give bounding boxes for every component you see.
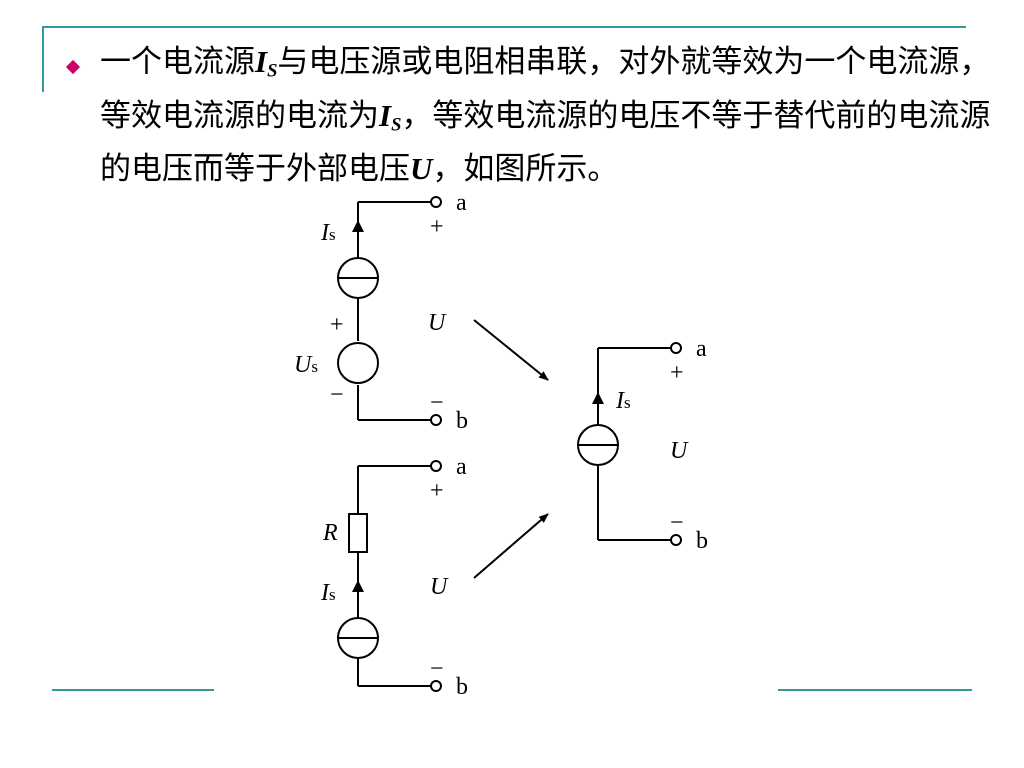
text-seg1: 一个电流源: [100, 44, 255, 80]
circuit2-terminal-a-icon: [430, 460, 442, 472]
circuit1-terminal-minus: −: [430, 390, 444, 416]
text-seg4: ，如图所示。: [432, 151, 619, 188]
circuit2-current-source-icon: [337, 617, 379, 659]
circuit3-voltage-label: U: [670, 438, 689, 464]
circuit1-terminal-a-icon: [430, 196, 442, 208]
circuit3-terminal-minus: −: [670, 510, 684, 536]
var-is-1: IS: [255, 44, 278, 82]
text-seg3: ，等效电流源的电压不等于替代前的电流源的电压而等于外部电压: [100, 97, 991, 188]
circuit2-terminal-b-label: b: [456, 674, 468, 700]
circuit2-resistor-label: R: [322, 520, 338, 546]
bottom-rule-right: [778, 689, 972, 691]
circuit1-current-arrow-icon: [352, 220, 364, 232]
circuit1-current-label: Is: [320, 220, 336, 246]
circuit1-voltage-source-icon: [337, 342, 379, 384]
circuit1-terminal-b-icon: [430, 414, 442, 426]
circuit1-terminal-a-label: a: [456, 190, 467, 216]
circuit2-current-arrow-icon: [352, 580, 364, 592]
bullet-text: 一个电流源IS与电压源或电阻相串联，对外就等效为一个电流源，等效电流源的电流为I…: [100, 40, 1000, 191]
circuit3-terminal-a-label: a: [696, 336, 707, 362]
circuit2-terminal-b-icon: [430, 680, 442, 692]
top-rule: [44, 26, 966, 28]
circuit2-wires: [357, 465, 430, 687]
circuit2-terminal-a-label: a: [456, 454, 467, 480]
circuit1-terminal-b-label: b: [456, 408, 468, 434]
circuit2-current-label: Is: [320, 580, 336, 606]
circuit3-terminal-a-icon: [670, 342, 682, 354]
var-is-2: IS: [379, 97, 402, 136]
circuit2-terminal-plus: +: [430, 478, 444, 504]
text-seg2: 与电压源或电阻相串联，对外就等效为一个电流源，等效电流源的电流为: [100, 44, 991, 134]
circuit2-voltage-label: U: [430, 574, 449, 600]
circuit1-terminal-plus: +: [430, 214, 444, 240]
circuit3-wires: [597, 347, 670, 541]
circuit3-current-source-icon: [577, 424, 619, 466]
circuit1-vsource-plus: +: [330, 312, 344, 338]
circuit3-terminal-plus: +: [670, 360, 684, 386]
circuit1-vsource-label: Us: [294, 352, 318, 378]
arrow-top-icon: [473, 319, 549, 381]
circuit2-resistor-icon: [348, 513, 368, 553]
bottom-rule-left: [52, 689, 214, 691]
circuit1-wires: [357, 201, 430, 421]
circuit1-voltage-label: U: [428, 310, 447, 336]
circuit1-vsource-minus: −: [330, 382, 344, 408]
circuit3-current-arrow-icon: [592, 392, 604, 404]
var-u: U: [410, 151, 433, 187]
arrow-bottom-icon: [473, 513, 549, 579]
circuit3-terminal-b-icon: [670, 534, 682, 546]
left-rule: [42, 26, 44, 92]
circuit2-terminal-minus: −: [430, 656, 444, 682]
circuit1-current-source-icon: [337, 257, 379, 299]
circuit3-terminal-b-label: b: [696, 528, 708, 554]
circuit3-current-label: Is: [615, 388, 631, 414]
